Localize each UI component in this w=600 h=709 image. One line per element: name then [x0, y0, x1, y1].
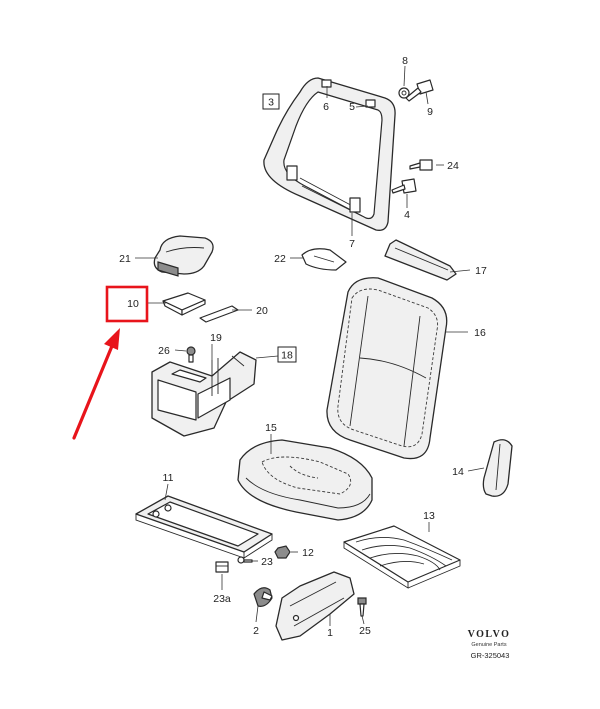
part-backrest-frame[interactable]	[263, 77, 396, 231]
callout-17: 17	[475, 265, 487, 277]
part-cover-plate[interactable]	[162, 292, 206, 316]
part-seat-frame[interactable]	[135, 495, 273, 559]
callout-3: 3	[268, 97, 274, 109]
part-seat-cushion[interactable]	[237, 439, 373, 521]
brand-logo: VOLVO	[468, 629, 511, 640]
callout-3-box[interactable]: 3	[262, 93, 280, 110]
part-strip[interactable]	[199, 305, 239, 323]
part-bracket[interactable]	[301, 248, 347, 271]
callout-19: 19	[210, 332, 222, 344]
part-screw-26[interactable]	[186, 346, 196, 363]
callout-26: 26	[158, 345, 170, 357]
callout-8: 8	[402, 55, 408, 67]
callout-12: 12	[302, 547, 314, 559]
callout-labels: 8 9 6 5 24 4 7 21 10 20 22 17 16 26 19 1…	[119, 55, 487, 639]
part-bolt-4[interactable]	[391, 178, 417, 194]
part-nut-8[interactable]	[398, 87, 410, 99]
callout-5: 5	[349, 101, 355, 113]
callout-24: 24	[447, 160, 459, 172]
callout-22: 22	[274, 253, 286, 265]
callout-15: 15	[265, 422, 277, 434]
callout-14: 14	[452, 466, 464, 478]
part-backrest-cushion[interactable]	[326, 277, 448, 460]
callout-20: 20	[256, 305, 268, 317]
diagram-reference: GR-325043	[471, 651, 510, 660]
brand-block: VOLVO Genuine Parts GR-325043	[468, 629, 511, 660]
callout-7: 7	[349, 238, 355, 250]
callout-10: 10	[127, 298, 139, 310]
part-side-panel[interactable]	[275, 571, 355, 641]
part-armrest-lid[interactable]	[153, 235, 214, 277]
callout-9: 9	[427, 106, 433, 118]
part-seat-spring-mat[interactable]	[343, 525, 461, 589]
part-nut-12[interactable]	[274, 545, 291, 559]
part-top-trim[interactable]	[384, 239, 457, 281]
part-screw-25[interactable]	[357, 597, 367, 617]
callout-6: 6	[323, 101, 329, 113]
callout-23a: 23a	[213, 593, 231, 605]
callout-1: 1	[327, 627, 333, 639]
highlight-arrow	[72, 328, 120, 440]
callout-11: 11	[163, 472, 174, 484]
callout-18: 18	[281, 350, 293, 362]
leader-lines	[135, 65, 485, 626]
part-seat-bracket-assembly[interactable]	[151, 351, 257, 437]
callout-18-box[interactable]: 18	[277, 346, 297, 363]
brand-subtitle: Genuine Parts	[471, 642, 506, 648]
callout-23: 23	[261, 556, 273, 568]
part-side-trim[interactable]	[482, 439, 513, 497]
callout-21: 21	[119, 253, 131, 265]
part-bolt-24[interactable]	[409, 159, 433, 171]
callout-2: 2	[253, 625, 259, 637]
part-bolt-9[interactable]	[405, 79, 434, 102]
callout-13: 13	[423, 510, 435, 522]
part-clip-23[interactable]	[237, 556, 253, 564]
highlight-box	[105, 285, 149, 323]
callout-16: 16	[474, 327, 486, 339]
callout-25: 25	[359, 625, 371, 637]
callout-4: 4	[404, 209, 410, 221]
part-knob[interactable]	[253, 587, 273, 607]
part-clip-23a[interactable]	[215, 561, 229, 573]
